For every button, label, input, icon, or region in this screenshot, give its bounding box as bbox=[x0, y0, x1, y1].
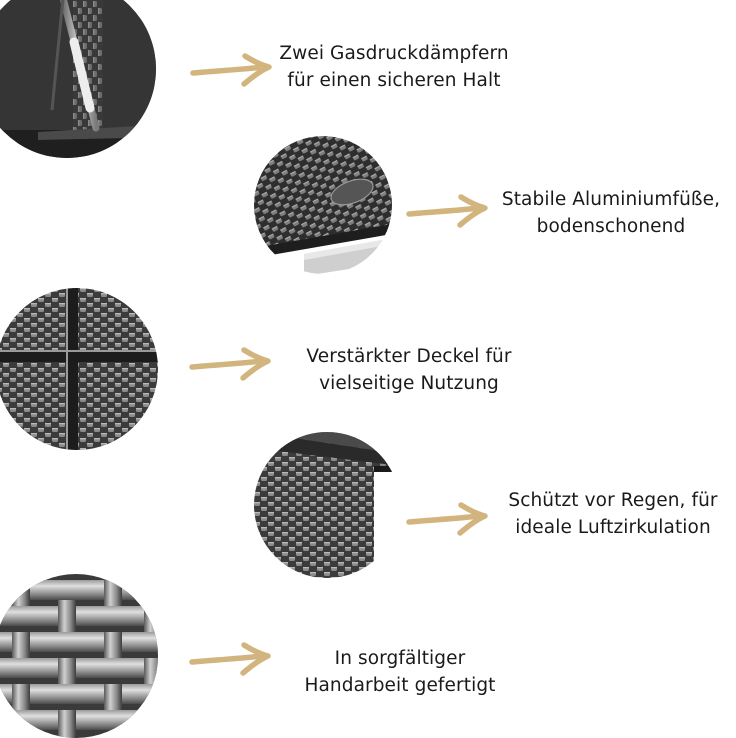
gas-strut-photo bbox=[0, 0, 156, 158]
wicker-weave-photo bbox=[0, 574, 158, 738]
feature-caption-line: ideale Luftzirkulation bbox=[515, 517, 711, 538]
lid-weave-closeup-photo bbox=[0, 288, 158, 450]
arrow-right-icon bbox=[188, 345, 274, 385]
arrow-right-icon bbox=[189, 51, 275, 91]
feature-caption-gas-struts: Zwei Gasdruckdämpfern für einen sicheren… bbox=[270, 40, 518, 94]
feature-caption-line: Stabile Aluminiumfüße, bbox=[501, 189, 721, 210]
wicker-weave-closeup-photo bbox=[0, 574, 158, 738]
arrow-right-icon bbox=[405, 500, 491, 540]
feature-caption-handmade: In sorgfältiger Handarbeit gefertigt bbox=[290, 645, 510, 699]
feature-caption-reinforced-lid: Verstärkter Deckel für vielseitige Nutzu… bbox=[284, 343, 534, 397]
feature-caption-line: Zwei Gasdruckdämpfern bbox=[279, 43, 509, 64]
arrow-right-icon bbox=[188, 640, 274, 680]
feature-caption-line: für einen sicheren Halt bbox=[287, 70, 501, 91]
feature-caption-line: Verstärkter Deckel für bbox=[306, 346, 512, 367]
feature-caption-rain-protection: Schützt vor Regen, für ideale Luftzirkul… bbox=[498, 487, 728, 541]
lid-edge-closeup-photo bbox=[254, 432, 400, 578]
feature-caption-line: bodenschonend bbox=[536, 216, 686, 237]
aluminium-foot-closeup-photo bbox=[254, 136, 392, 274]
arrow-right-icon bbox=[405, 192, 491, 232]
feature-caption-line: vielseitige Nutzung bbox=[319, 373, 499, 394]
lid-edge-photo bbox=[254, 432, 400, 578]
feature-caption-aluminium-feet: Stabile Aluminiumfüße, bodenschonend bbox=[498, 186, 724, 240]
lid-weave-photo bbox=[0, 288, 158, 450]
feature-caption-line: In sorgfältiger bbox=[334, 648, 466, 669]
aluminium-foot-photo bbox=[254, 136, 392, 274]
feature-caption-line: Schützt vor Regen, für bbox=[508, 490, 718, 511]
gas-strut-closeup-photo bbox=[0, 0, 156, 158]
feature-caption-line: Handarbeit gefertigt bbox=[304, 675, 496, 696]
